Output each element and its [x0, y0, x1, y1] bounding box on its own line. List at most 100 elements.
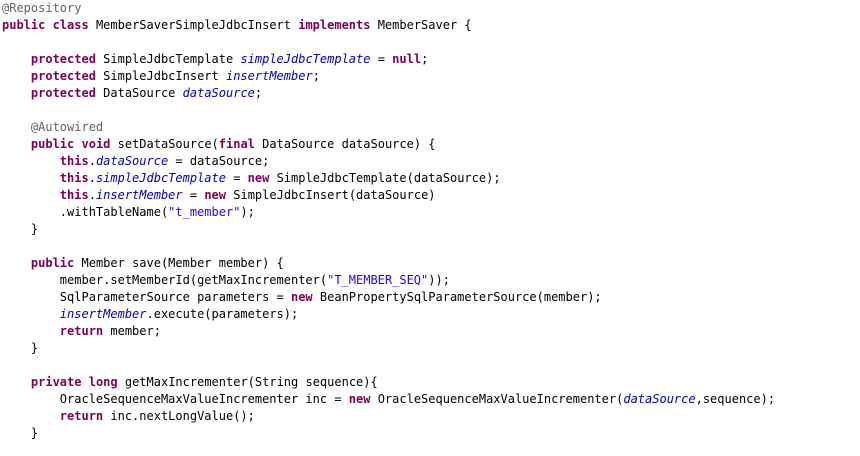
code-token-text: }	[2, 341, 39, 355]
code-token-text	[2, 69, 31, 83]
code-token-text: Member save(Member member) {	[74, 256, 284, 270]
code-token-text	[2, 324, 60, 338]
code-token-kw: new	[204, 188, 227, 202]
code-token-ann: @Autowired	[30, 120, 104, 134]
code-token-kw: implements	[298, 18, 371, 32]
code-token-text	[74, 137, 81, 151]
code-token-kw: new	[290, 290, 313, 304]
code-token-text: .	[88, 154, 96, 168]
code-token-field: insertMember	[95, 188, 183, 202]
code-token-ann: @Repository	[2, 1, 82, 15]
code-token-text: ;	[312, 69, 320, 83]
code-token-kw: public	[30, 256, 75, 270]
code-token-text: SimpleJdbcTemplate(dataSource);	[269, 171, 501, 185]
code-token-kw: protected	[30, 52, 96, 66]
code-token-kw: final	[218, 137, 255, 151]
code-token-text	[2, 307, 60, 321]
code-token-text: MemberSaver {	[370, 18, 472, 32]
code-token-kw: class	[52, 18, 89, 32]
code-token-str: "T_MEMBER_SEQ"	[327, 273, 429, 287]
code-token-text	[2, 375, 31, 389]
code-line	[0, 34, 860, 51]
code-token-kw: void	[81, 137, 111, 151]
code-token-text: }	[2, 222, 39, 236]
code-token-text: =	[225, 171, 248, 185]
code-token-text: .	[88, 188, 96, 202]
code-token-text: DataSource dataSource) {	[254, 137, 436, 151]
code-token-text	[2, 409, 60, 423]
code-token-text	[45, 18, 52, 32]
code-token-text	[2, 137, 31, 151]
code-token-kw: long	[88, 375, 118, 389]
code-line: insertMember.execute(parameters);	[0, 306, 860, 323]
code-token-kw: null	[392, 52, 422, 66]
code-line	[0, 357, 860, 374]
code-token-field: insertMember	[225, 69, 313, 83]
code-token-text: OracleSequenceMaxValueIncrementer inc =	[2, 392, 349, 406]
code-token-field: dataSource	[182, 86, 255, 100]
code-token-text	[2, 120, 31, 134]
code-token-text	[2, 52, 31, 66]
code-token-text: .	[88, 171, 96, 185]
code-token-kw: this	[59, 154, 89, 168]
code-token-text: }	[2, 426, 39, 440]
code-line: .withTableName("t_member");	[0, 204, 860, 221]
code-token-kw: protected	[30, 69, 96, 83]
code-token-kw: protected	[30, 86, 96, 100]
code-token-kw: public	[30, 137, 75, 151]
code-token-kw: return	[59, 324, 104, 338]
code-token-field: dataSource	[623, 392, 696, 406]
code-token-kw: private	[30, 375, 82, 389]
code-line: this.insertMember = new SimpleJdbcInsert…	[0, 187, 860, 204]
code-token-kw: new	[348, 392, 371, 406]
code-line: protected DataSource dataSource;	[0, 85, 860, 102]
code-token-text: member.setMemberId(getMaxIncrementer(	[2, 273, 328, 287]
code-token-text: .execute(parameters);	[146, 307, 299, 321]
code-token-text: ;	[421, 52, 429, 66]
code-line: }	[0, 340, 860, 357]
code-line: return inc.nextLongValue();	[0, 408, 860, 425]
code-token-text: ));	[428, 273, 450, 287]
code-token-field: insertMember	[59, 307, 147, 321]
code-token-text: getMaxIncrementer(String sequence){	[117, 375, 378, 389]
code-line: member.setMemberId(getMaxIncrementer("T_…	[0, 272, 860, 289]
code-token-text	[2, 171, 60, 185]
code-token-text: SimpleJdbcInsert(dataSource)	[226, 188, 436, 202]
code-line: private long getMaxIncrementer(String se…	[0, 374, 860, 391]
code-token-text	[2, 154, 60, 168]
code-line: protected SimpleJdbcTemplate simpleJdbcT…	[0, 51, 860, 68]
code-token-text: SimpleJdbcTemplate	[95, 52, 241, 66]
code-token-text: = dataSource;	[168, 154, 270, 168]
code-token-text: =	[182, 188, 205, 202]
code-token-text: ,sequence);	[695, 392, 776, 406]
code-token-text	[2, 256, 31, 270]
code-token-kw: return	[59, 409, 104, 423]
code-line: @Autowired	[0, 119, 860, 136]
code-token-field: simpleJdbcTemplate	[95, 171, 226, 185]
code-token-text: OracleSequenceMaxValueIncrementer(	[370, 392, 624, 406]
code-line: return member;	[0, 323, 860, 340]
code-line: SqlParameterSource parameters = new Bean…	[0, 289, 860, 306]
code-token-text: =	[370, 52, 393, 66]
code-token-text: SimpleJdbcInsert	[95, 69, 226, 83]
code-token-kw: this	[59, 188, 89, 202]
code-line: OracleSequenceMaxValueIncrementer inc = …	[0, 391, 860, 408]
code-line	[0, 102, 860, 119]
code-line: this.simpleJdbcTemplate = new SimpleJdbc…	[0, 170, 860, 187]
code-token-text: member;	[103, 324, 161, 338]
code-line: protected SimpleJdbcInsert insertMember;	[0, 68, 860, 85]
code-token-text: SqlParameterSource parameters =	[2, 290, 291, 304]
code-token-kw: public	[2, 18, 46, 32]
code-line: public class MemberSaverSimpleJdbcInsert…	[0, 17, 860, 34]
code-token-text: .withTableName(	[2, 205, 169, 219]
code-line: }	[0, 425, 860, 442]
code-line: this.dataSource = dataSource;	[0, 153, 860, 170]
code-token-kw: new	[247, 171, 270, 185]
code-token-text: MemberSaverSimpleJdbcInsert	[88, 18, 299, 32]
code-token-text: BeanPropertySqlParameterSource(member);	[312, 290, 602, 304]
code-token-text: );	[240, 205, 255, 219]
code-token-text: ;	[254, 86, 263, 100]
code-token-text: setDataSource(	[110, 137, 219, 151]
code-token-field: dataSource	[95, 154, 169, 168]
